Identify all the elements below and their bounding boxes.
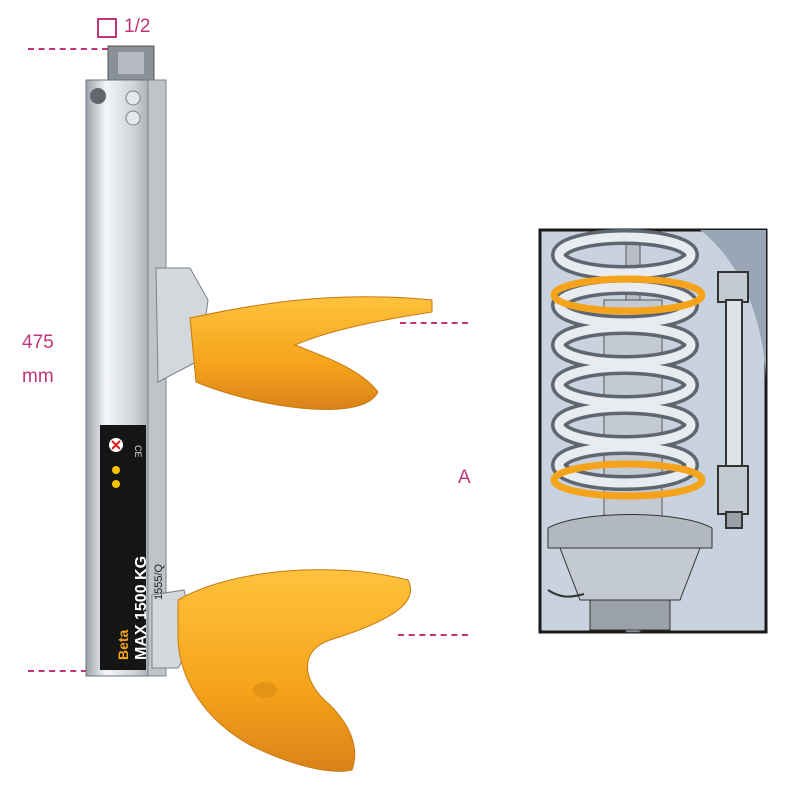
- height-unit-label: mm: [22, 366, 54, 387]
- drive-size-label: 1/2: [124, 16, 151, 37]
- square-drive-icon: [97, 18, 117, 38]
- height-value-label: 475: [22, 332, 54, 353]
- svg-text:CE: CE: [133, 445, 143, 458]
- label-plate: [100, 425, 146, 670]
- upper-jaw: [189, 296, 433, 410]
- lower-jaw-dimension-line: [398, 634, 468, 636]
- lower-jaw: [177, 569, 412, 772]
- label-capacity: MAX 1500 KG: [133, 556, 150, 660]
- label-model: 1555/Q: [153, 563, 165, 600]
- side-a-label: A: [458, 467, 471, 488]
- bottom-dimension-line: [28, 670, 108, 672]
- label-brand: Beta: [115, 629, 131, 660]
- upper-jaw-dimension-line: [400, 322, 468, 324]
- installation-inset: [538, 228, 768, 634]
- top-dimension-line: [28, 48, 108, 50]
